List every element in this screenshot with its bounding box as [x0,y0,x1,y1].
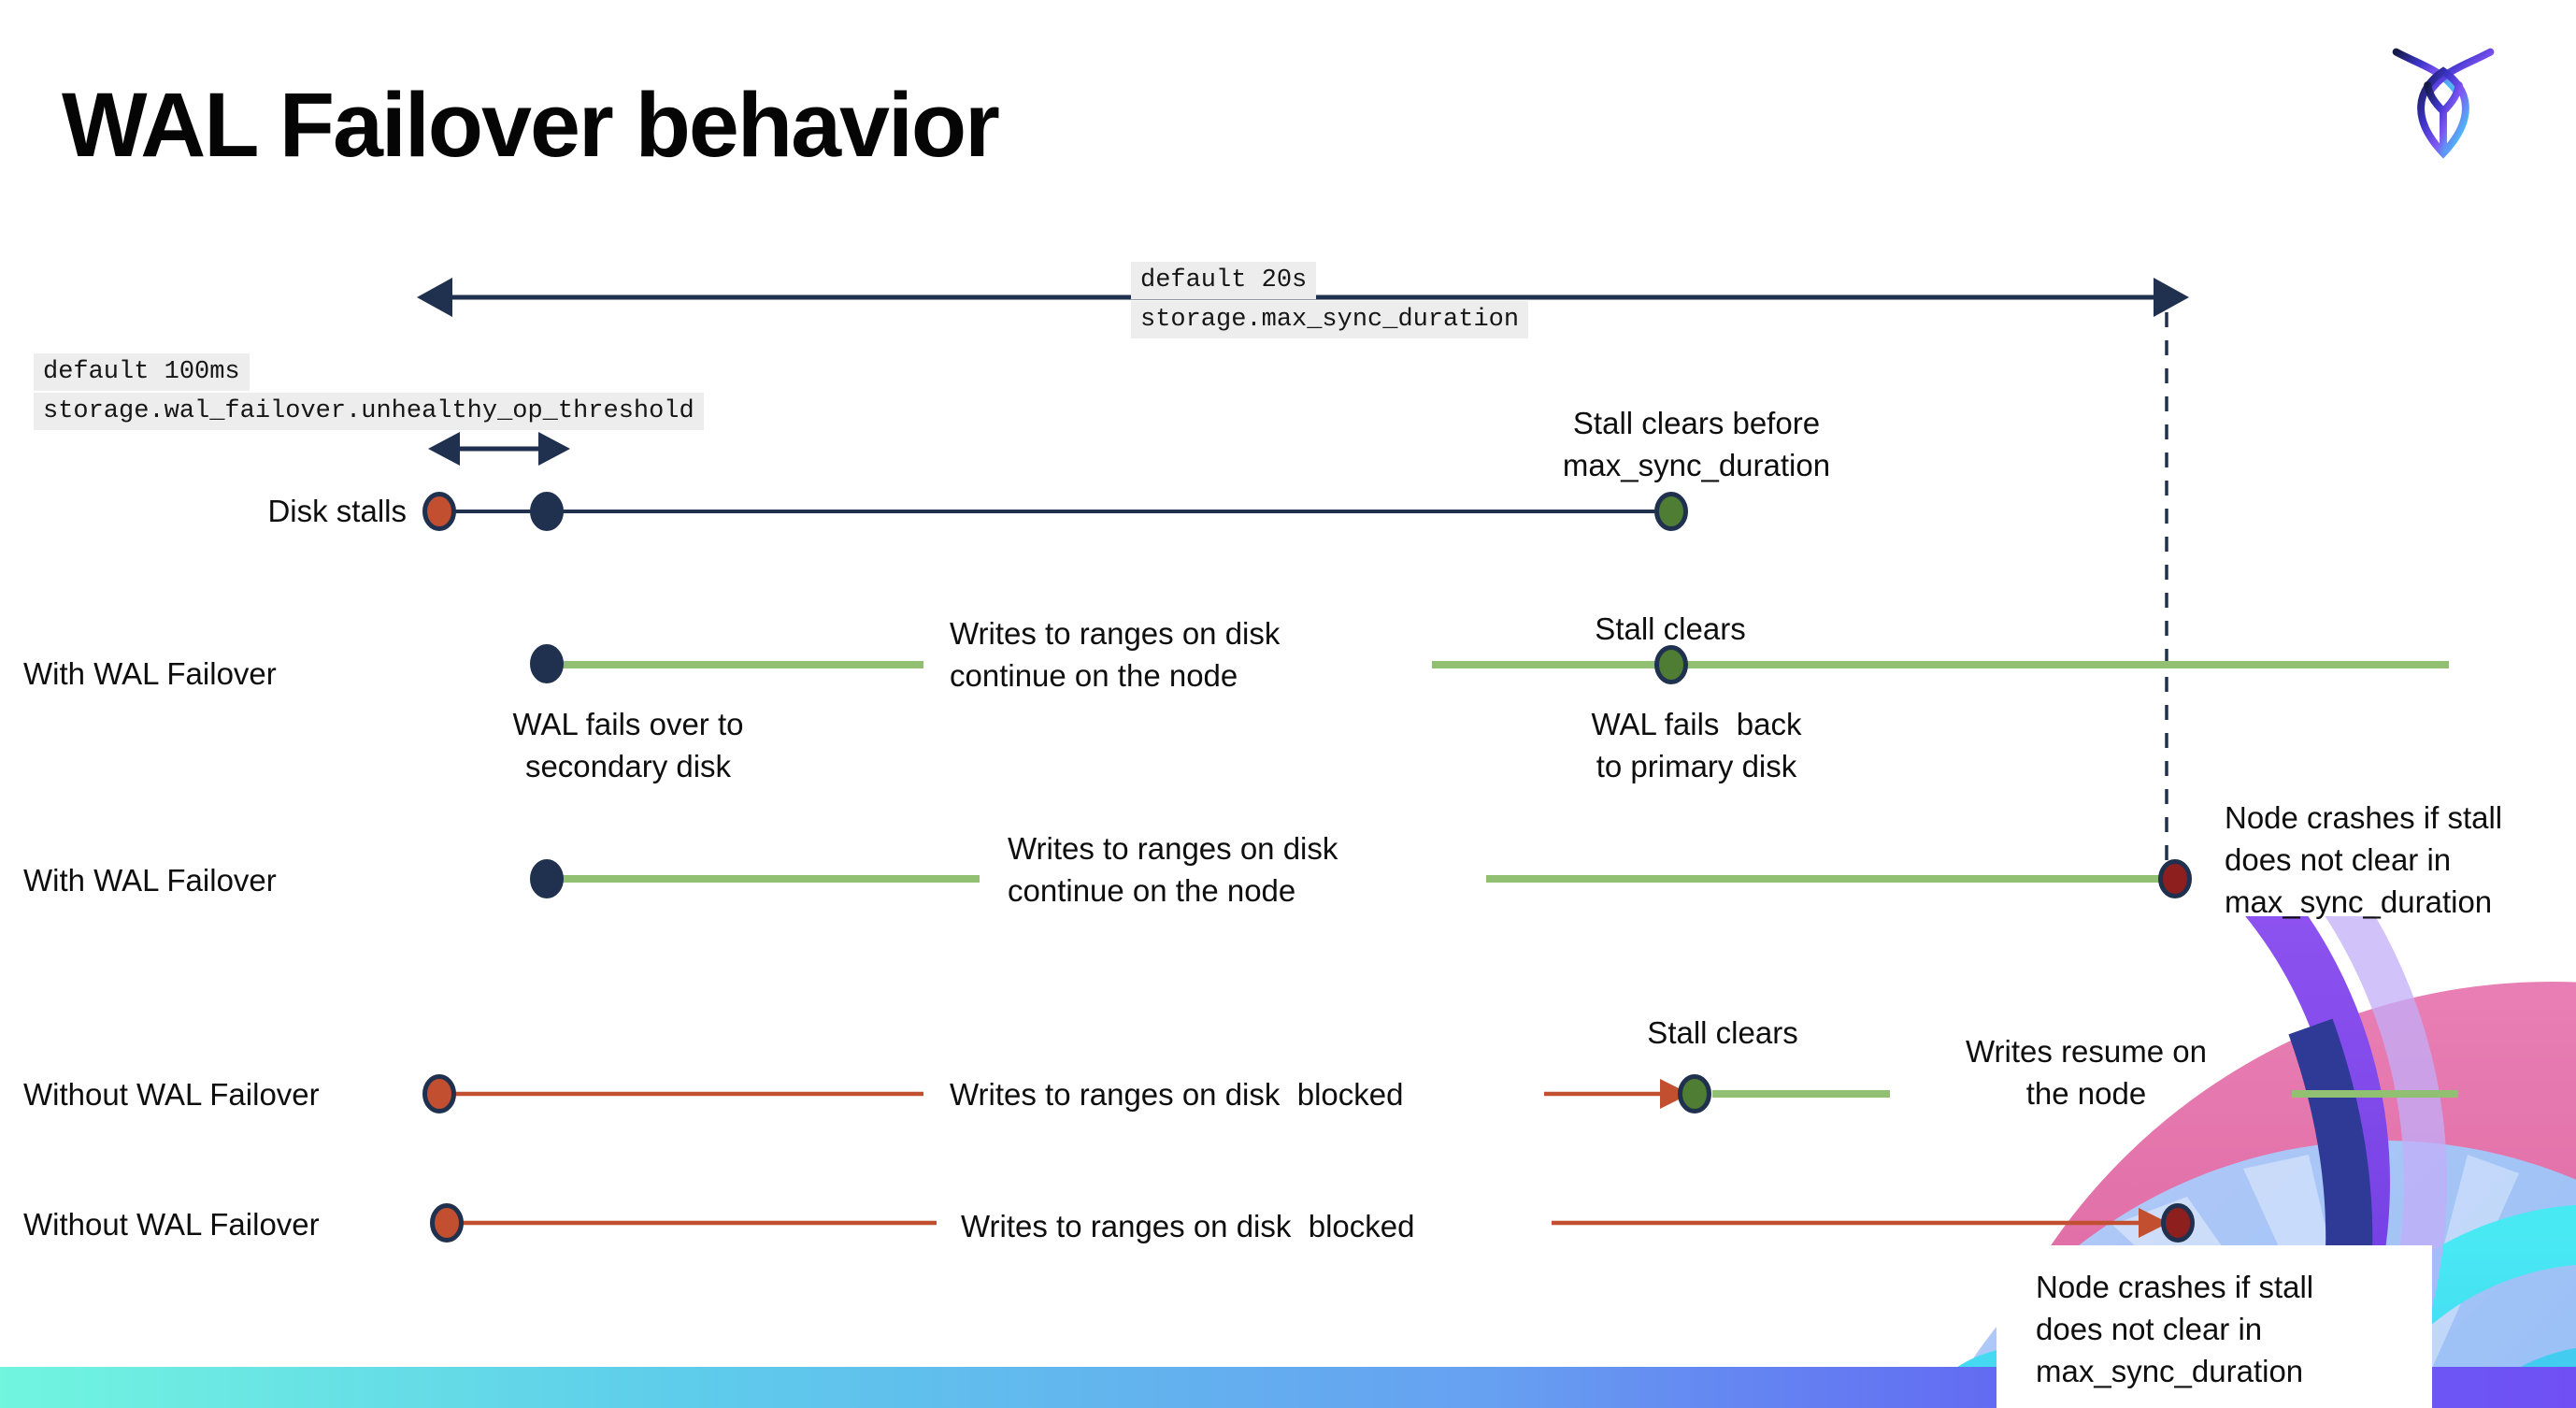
stall-start-dot [430,1203,464,1243]
row-label-disk-stalls: Disk stalls [267,494,407,528]
antenna-left [2392,48,2461,96]
node-crash-dot [2158,859,2192,898]
arrowhead-left-icon [417,278,452,317]
page-title: WAL Failover behavior [62,74,1000,176]
writes-resume-label: Writes resume on the node [1966,1034,2207,1111]
stall-start-dot [422,1074,456,1113]
failover-dot [530,644,564,683]
node-crashes-label: Node crashes if stall does not clear in … [2036,1270,2314,1388]
row-label-with-wal-failover: With WAL Failover [23,656,277,691]
failover-dot [530,859,564,898]
writes-blocked-label: Writes to ranges on disk blocked [961,1209,1415,1243]
node-crash-dot [2161,1203,2195,1243]
writes-continue-label: Writes to ranges on disk continue on the… [1008,831,1338,908]
arrowhead-right-icon [1660,1079,1690,1109]
max-sync-setting-label: storage.max_sync_duration [1131,301,1529,339]
stall-clears-label: Stall clears [1647,1015,1798,1050]
stall-start-dot [422,492,456,531]
writes-continue-label: Writes to ranges on disk continue on the… [950,616,1281,693]
wal-fails-over-label: WAL fails over to secondary disk [512,707,744,783]
wal-fails-back-label: WAL fails back to primary disk [1591,707,1802,783]
writes-blocked-label: Writes to ranges on disk blocked [950,1077,1404,1112]
arrowhead-right-icon [538,432,570,466]
stall-clears-dot [1654,645,1688,684]
max-sync-default-label: default 20s [1131,262,1317,300]
body-vein [2424,81,2463,154]
threshold-default-label: default 100ms [34,353,250,392]
stall-clears-dot [1654,492,1688,531]
node-crashes-note-box: Node crashes if stall does not clear in … [1996,1245,2432,1408]
row-label-without-wal-failover: Without WAL Failover [23,1207,320,1242]
arrowhead-right-icon [2139,1208,2168,1238]
threshold-setting-label: storage.wal_failover.unhealthy_op_thresh… [34,393,704,431]
antenna-right [2426,48,2495,96]
row-label-with-wal-failover: With WAL Failover [23,863,277,898]
arrowhead-right-icon [2154,278,2189,317]
row-label-without-wal-failover: Without WAL Failover [23,1077,320,1112]
cockroachdb-logo-icon [2392,48,2495,159]
stall-clears-label: Stall clears [1595,611,1746,646]
lavender-arc [2325,916,2447,1408]
failover-trigger-dot [530,492,564,531]
stall-clears-before-label: Stall clears before max_sync_duration [1562,406,1831,482]
arrowhead-left-icon [428,432,460,466]
node-crashes-label: Node crashes if stall does not clear in … [2225,800,2503,919]
stall-clears-dot [1678,1074,1711,1113]
